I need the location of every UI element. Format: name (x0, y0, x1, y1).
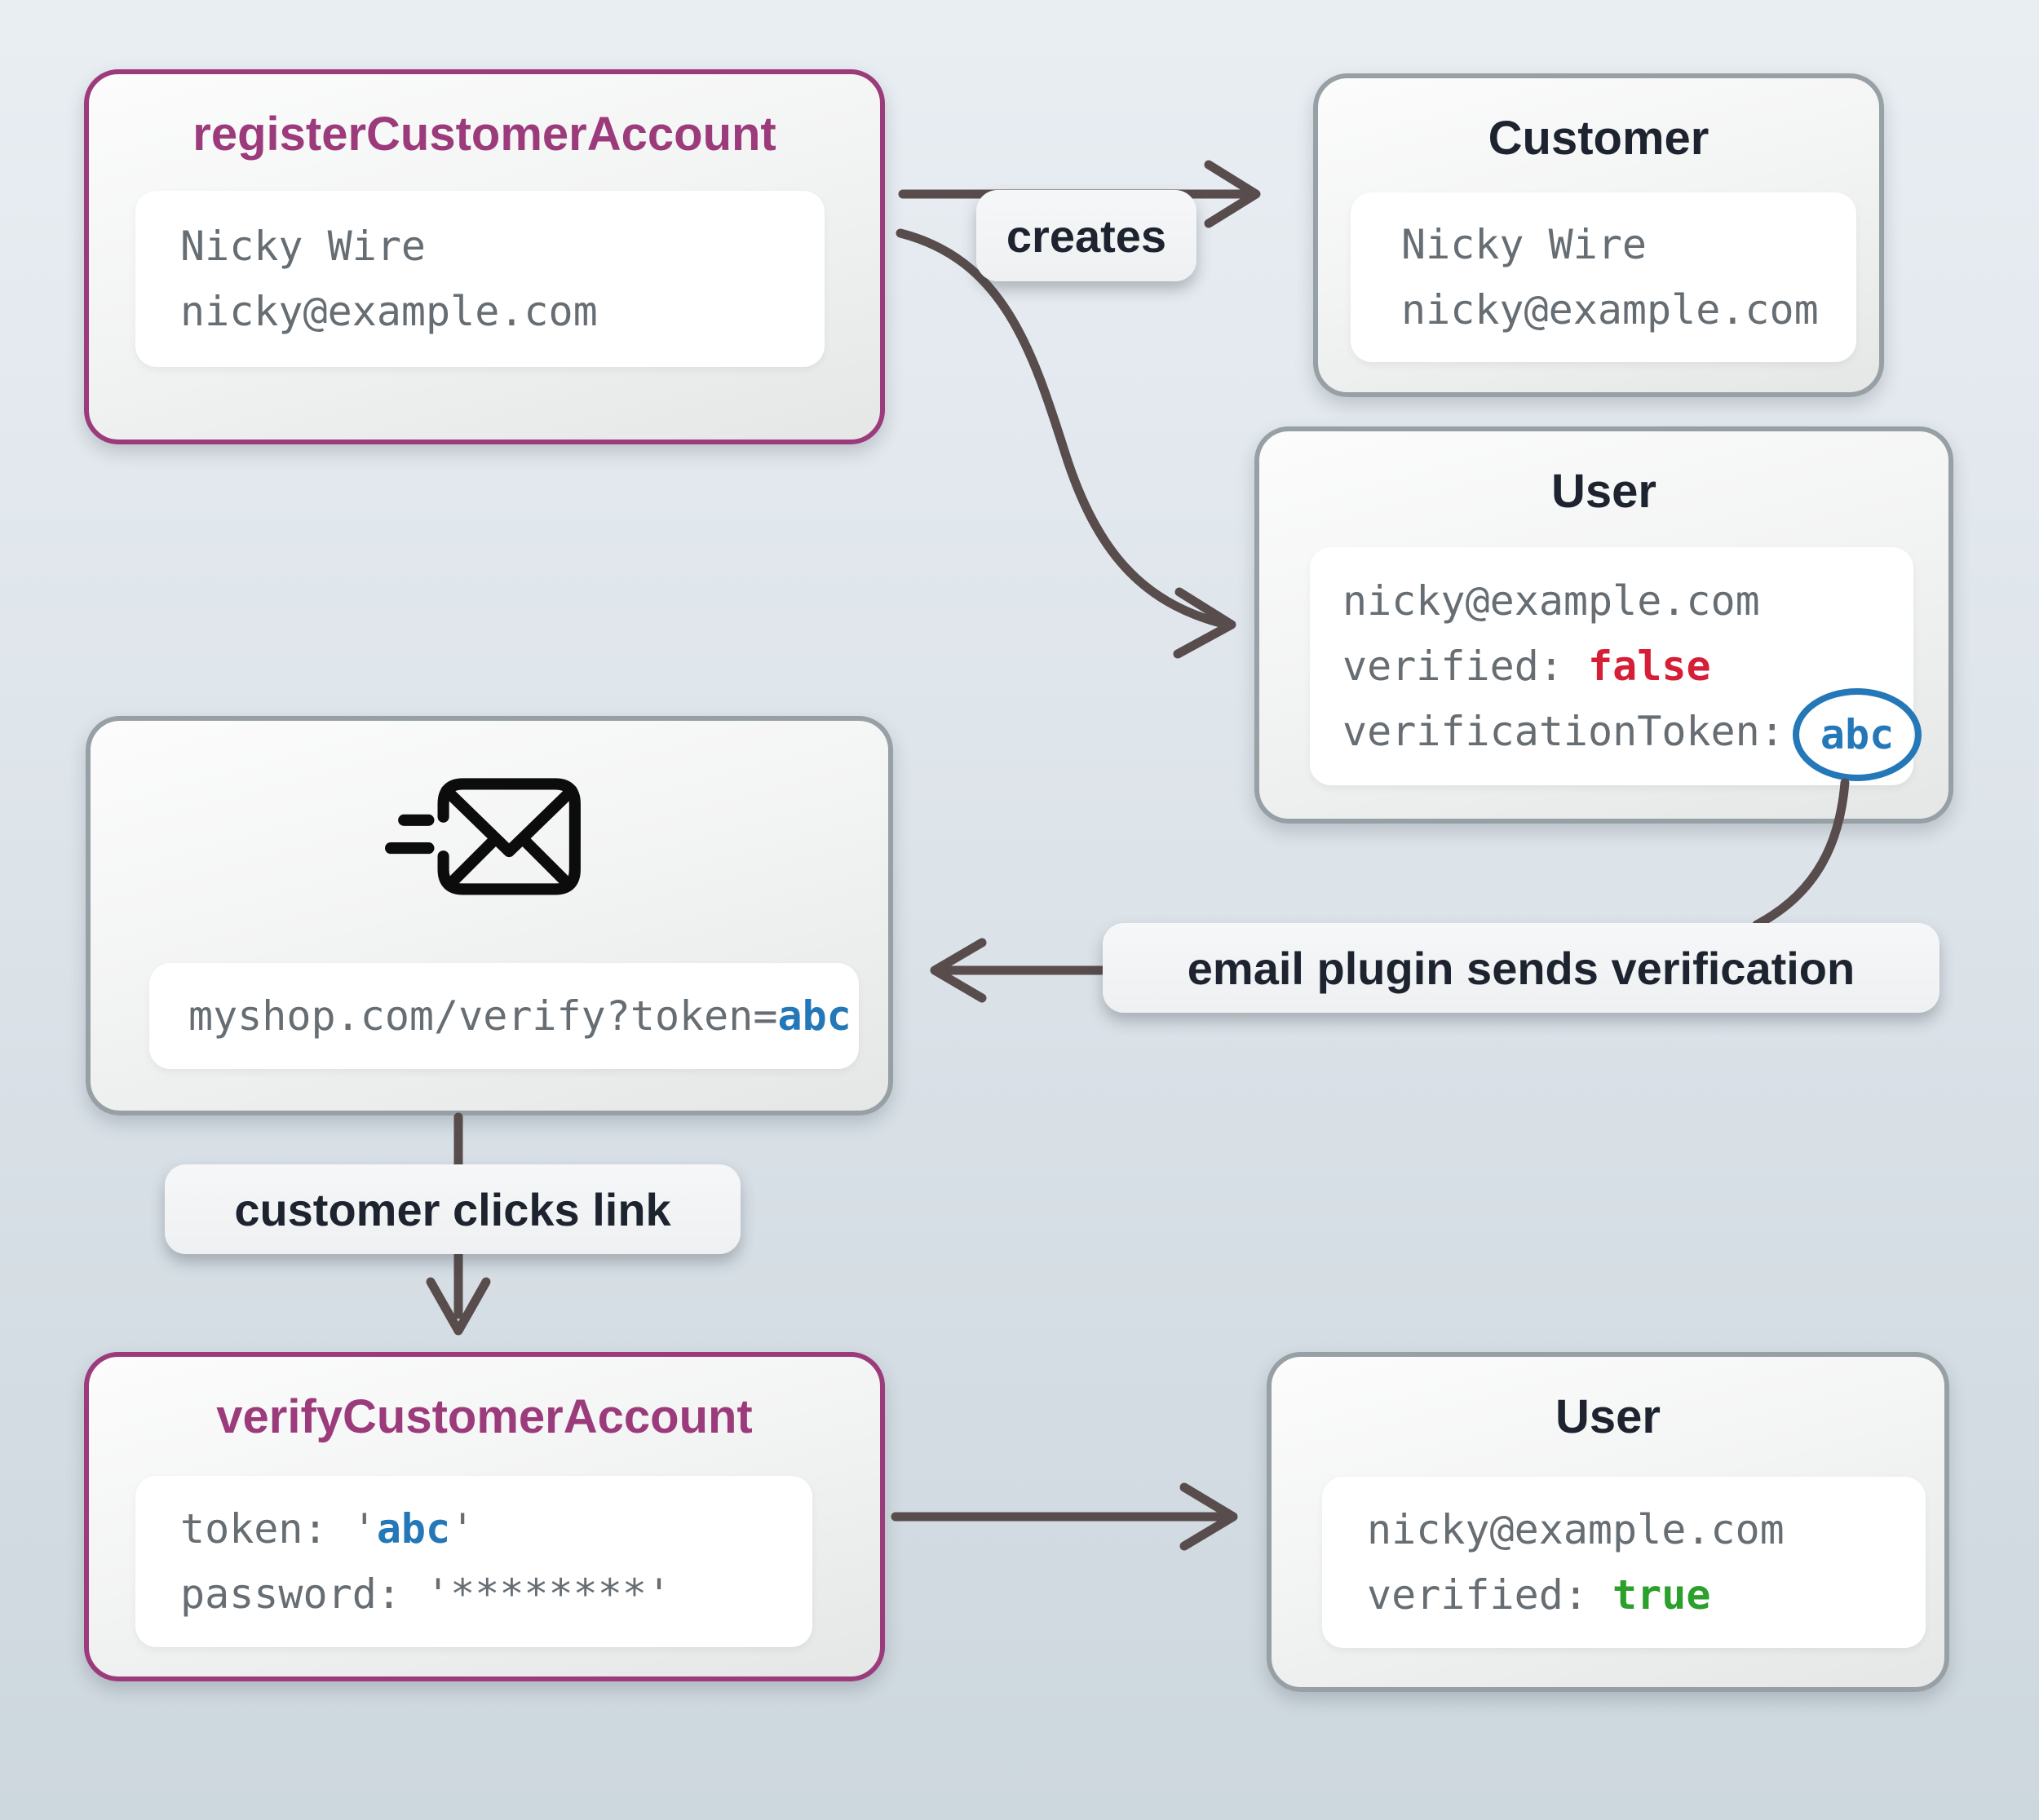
code-segment: password: '********' (180, 1570, 672, 1618)
code-box: nicky@example.com verified: false verifi… (1310, 547, 1922, 785)
code-box: Nicky Wire nicky@example.com (135, 191, 825, 367)
verify-arrow-head (1179, 1482, 1238, 1551)
code-line: nicky@example.com (180, 279, 825, 344)
node-title: Customer (1488, 112, 1709, 165)
node-user-verified: User nicky@example.com verified: true (1267, 1352, 1949, 1692)
email-plugin-label: email plugin sends verification (1103, 923, 1939, 1013)
code-segment: true (1612, 1571, 1711, 1619)
code-segment: nicky@example.com (180, 288, 598, 335)
customer-clicks-link-label: customer clicks link (165, 1164, 741, 1254)
code-segment: Nicky Wire (180, 223, 427, 270)
code-line: nicky@example.com (1342, 568, 1913, 634)
node-verification-email: myshop.com/verify?token=abc (86, 716, 893, 1115)
node-title: registerCustomerAccount (192, 108, 776, 161)
node-title: verifyCustomerAccount (216, 1390, 753, 1443)
code-line: nicky@example.com (1401, 277, 1856, 342)
code-box: myshop.com/verify?token=abc (149, 963, 859, 1069)
code-segment: nicky@example.com (1367, 1506, 1785, 1553)
code-segment: verified: (1367, 1571, 1613, 1619)
code-line: verificationToken:abc (1342, 687, 1922, 781)
node-title: User (1555, 1390, 1661, 1443)
code-segment: myshop.com/verify?token= (188, 992, 778, 1040)
email-plugin-arrow-head (930, 938, 987, 1003)
code-line: Nicky Wire (180, 214, 825, 279)
token-value-circled: abc (1792, 687, 1922, 781)
verification-link: myshop.com/verify?token=abc (188, 983, 859, 1049)
code-segment: token: ' (180, 1505, 377, 1553)
node-user-unverified: User nicky@example.com verified: false v… (1254, 426, 1953, 824)
code-box: nicky@example.com verified: true (1322, 1477, 1926, 1648)
code-segment: verificationToken: (1342, 708, 1785, 755)
code-segment: abc (376, 1505, 451, 1553)
code-line: token: 'abc' (180, 1496, 812, 1562)
code-line: Nicky Wire (1401, 212, 1856, 277)
creates-label: creates (976, 190, 1196, 281)
code-line: password: '********' (180, 1562, 812, 1627)
node-customer: Customer Nicky Wire nicky@example.com (1313, 73, 1884, 397)
code-segment: nicky@example.com (1342, 577, 1760, 625)
code-segment: false (1588, 643, 1711, 690)
creates-arrow-customer-head (1204, 160, 1261, 228)
code-line: verified: true (1367, 1562, 1926, 1628)
code-line: nicky@example.com (1367, 1497, 1926, 1562)
code-segment: verified: (1342, 643, 1589, 690)
envelope-send-icon (385, 778, 581, 895)
node-register-customer-account: registerCustomerAccount Nicky Wire nicky… (84, 69, 885, 444)
clicks-arrow-head (426, 1277, 491, 1336)
code-line: verified: false (1342, 634, 1913, 699)
code-box: Nicky Wire nicky@example.com (1351, 192, 1856, 362)
code-segment: ' (450, 1505, 475, 1553)
code-segment: nicky@example.com (1401, 286, 1819, 334)
creates-arrow-user (896, 228, 1225, 628)
code-segment: abc (777, 992, 851, 1040)
node-title: User (1551, 465, 1656, 518)
node-verify-customer-account: verifyCustomerAccount token: 'abc' passw… (84, 1352, 885, 1681)
code-box: token: 'abc' password: '********' (135, 1476, 812, 1647)
creates-arrow-user-head (1173, 587, 1236, 659)
code-segment: Nicky Wire (1401, 221, 1648, 268)
